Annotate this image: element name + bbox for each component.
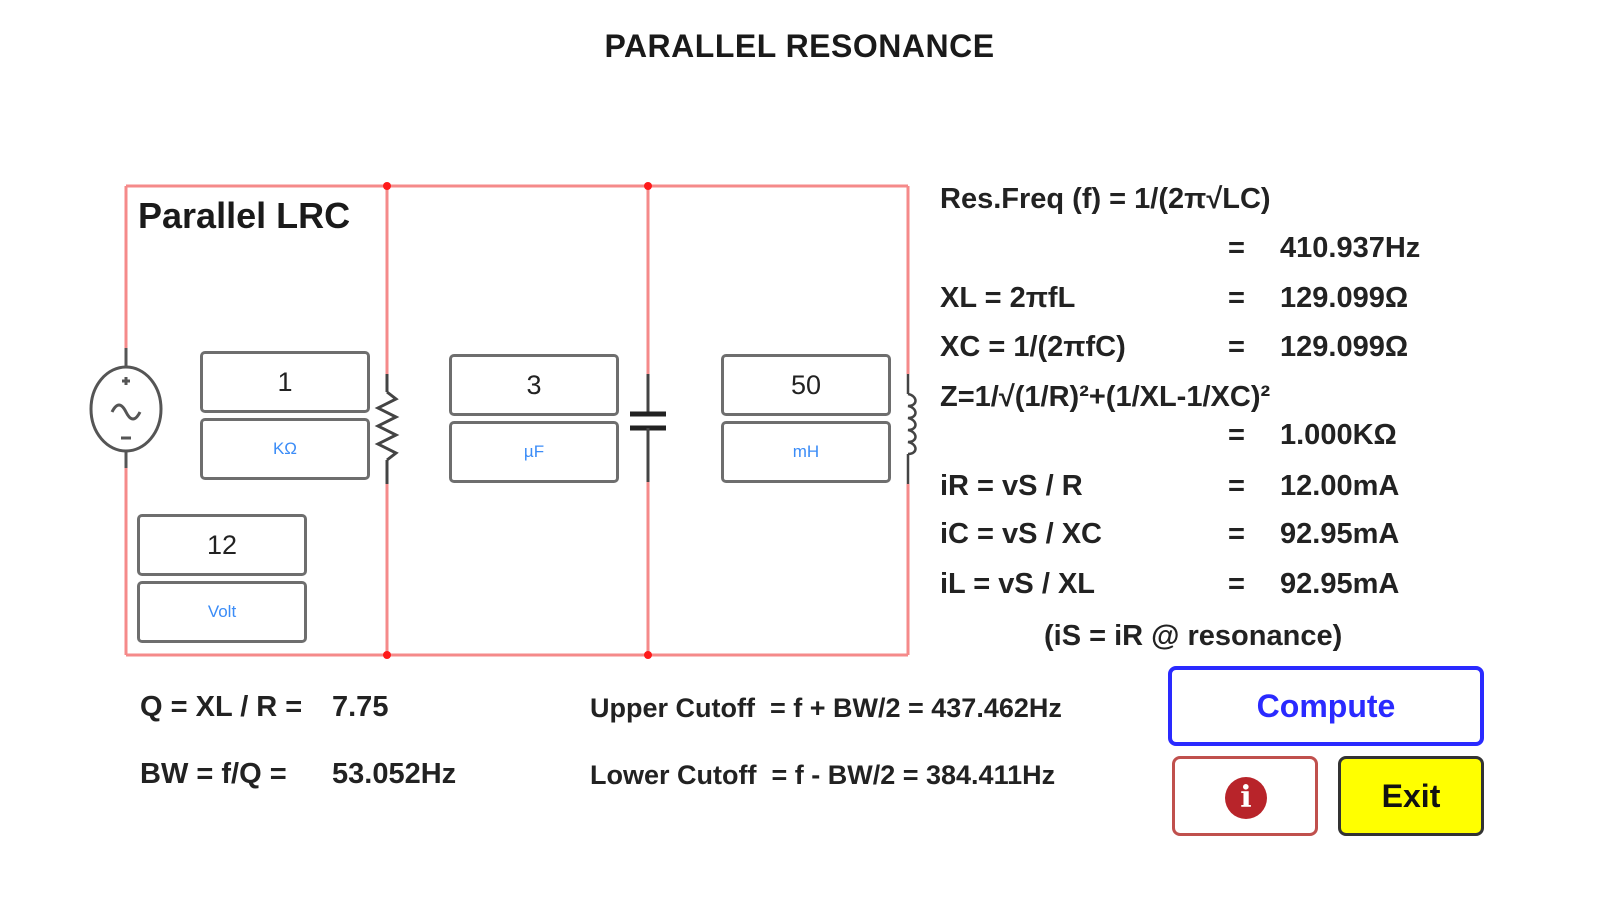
ir-formula: iR = vS / R <box>940 470 1083 502</box>
bw-value: 53.052Hz <box>332 758 457 790</box>
circuit-title: Parallel LRC <box>138 195 351 236</box>
lower-cutoff: Lower Cutoff = f - BW/2 = 384.411Hz <box>590 760 1056 790</box>
xl-formula: XL = 2πfL <box>940 282 1076 314</box>
page-title: PARALLEL RESONANCE <box>604 28 995 64</box>
info-button[interactable]: i <box>1172 756 1318 836</box>
bw-label: BW = f/Q = <box>140 758 287 790</box>
inductor-unit-selector[interactable]: mH <box>721 421 891 483</box>
res-freq-formula: Res.Freq (f) = 1/(2π√LC) <box>940 183 1271 215</box>
res-freq-value: 410.937Hz <box>1280 232 1421 264</box>
equals-sign: = <box>1228 232 1245 264</box>
resistor-value-input[interactable] <box>200 351 370 413</box>
q-label: Q = XL / R = <box>140 691 303 723</box>
junction-node <box>644 182 652 190</box>
il-value: 92.95mA <box>1280 568 1400 600</box>
xc-value: 129.099Ω <box>1280 331 1409 363</box>
junction-nodes <box>383 182 652 659</box>
equals-sign: = <box>1228 518 1245 550</box>
voltage-unit-selector[interactable]: Volt <box>137 581 307 643</box>
capacitor-unit-selector[interactable]: µF <box>449 421 619 483</box>
equals-sign: = <box>1228 282 1245 314</box>
exit-button[interactable]: Exit <box>1338 756 1484 836</box>
z-formula: Z=1/√(1/R)²+(1/XL-1/XC)² <box>940 381 1271 413</box>
circuit-wires <box>124 184 910 657</box>
inductor-icon <box>906 374 917 484</box>
junction-node <box>644 651 652 659</box>
inductor-value-input[interactable] <box>721 354 891 416</box>
q-value: 7.75 <box>332 691 389 723</box>
ic-formula: iC = vS / XC <box>940 518 1102 550</box>
xl-value: 129.099Ω <box>1280 282 1409 314</box>
resistor-unit-selector[interactable]: KΩ <box>200 418 370 480</box>
z-value: 1.000KΩ <box>1280 419 1397 451</box>
ic-value: 92.95mA <box>1280 518 1400 550</box>
capacitor-icon <box>630 374 666 482</box>
ir-value: 12.00mA <box>1280 470 1400 502</box>
junction-node <box>383 651 391 659</box>
ac-source-icon <box>89 348 163 468</box>
xc-formula: XC = 1/(2πfC) <box>940 331 1126 363</box>
info-icon: i <box>1225 777 1267 819</box>
voltage-value-input[interactable] <box>137 514 307 576</box>
equals-sign: = <box>1228 419 1245 451</box>
resistor-icon <box>374 374 400 484</box>
resonance-note: (iS = iR @ resonance) <box>1044 620 1343 652</box>
compute-button[interactable]: Compute <box>1168 666 1484 746</box>
equals-sign: = <box>1228 470 1245 502</box>
capacitor-value-input[interactable] <box>449 354 619 416</box>
il-formula: iL = vS / XL <box>940 568 1095 600</box>
junction-node <box>383 182 391 190</box>
upper-cutoff: Upper Cutoff = f + BW/2 = 437.462Hz <box>590 693 1062 723</box>
equals-sign: = <box>1228 331 1245 363</box>
equals-sign: = <box>1228 568 1245 600</box>
